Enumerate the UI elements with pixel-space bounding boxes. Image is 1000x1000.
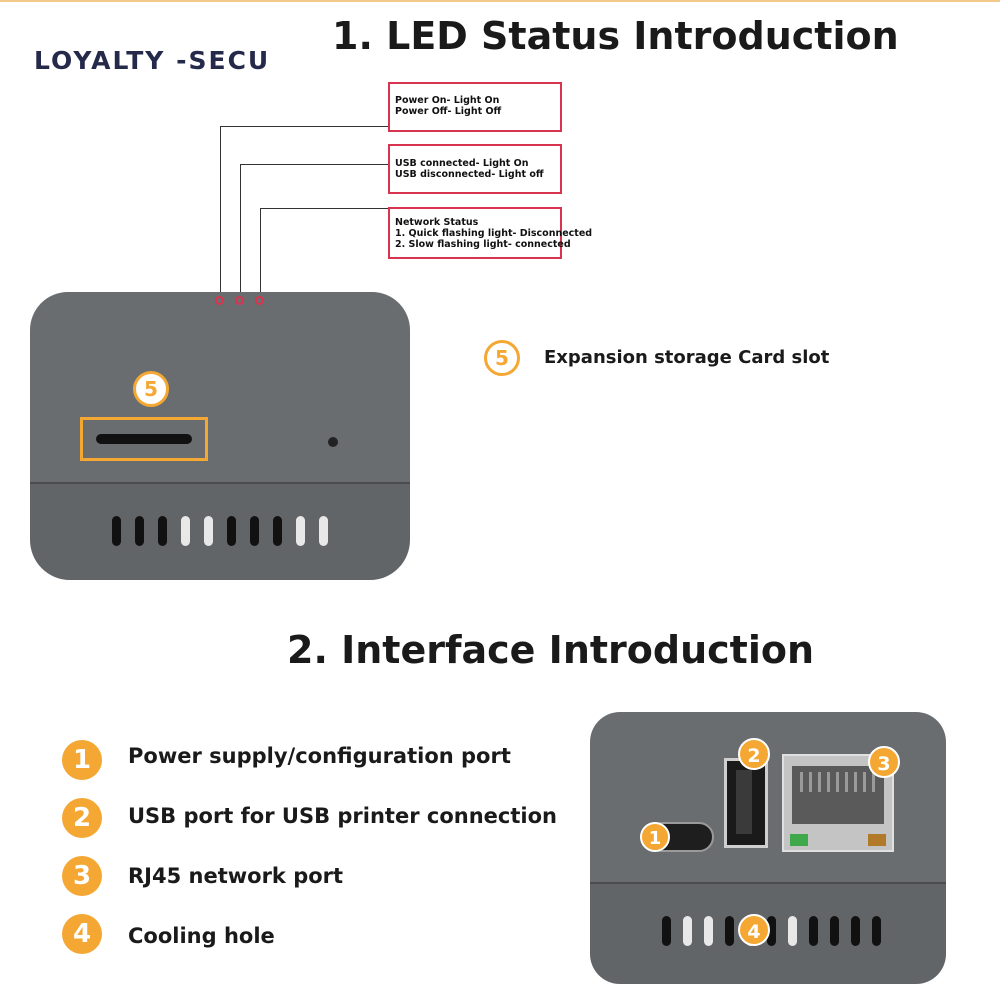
port-marker-2: 2 bbox=[738, 738, 770, 770]
network-led-indicator bbox=[255, 296, 264, 305]
interface-item-4-number: 4 bbox=[62, 914, 102, 954]
port-marker-3: 3 bbox=[868, 746, 900, 778]
callout-line: USB connected- Light On bbox=[395, 158, 529, 169]
port-marker-1: 1 bbox=[640, 822, 670, 852]
device-front-lower bbox=[30, 484, 410, 580]
vent-slot bbox=[704, 916, 713, 946]
vent-slot bbox=[181, 516, 190, 546]
leader-line-usb bbox=[240, 164, 388, 165]
vent-slot bbox=[319, 516, 328, 546]
device-front-upper bbox=[30, 292, 410, 482]
callout-usb-led: USB connected- Light On USB disconnected… bbox=[388, 144, 562, 194]
vent-slot bbox=[872, 916, 881, 946]
vent-slot bbox=[112, 516, 121, 546]
vent-slot bbox=[788, 916, 797, 946]
section1-title: 1. LED Status Introduction bbox=[332, 14, 899, 58]
vent-slot bbox=[851, 916, 860, 946]
vent-slot bbox=[830, 916, 839, 946]
callout-network-led: Network Status 1. Quick flashing light- … bbox=[388, 207, 593, 259]
vent-slot bbox=[158, 516, 167, 546]
legend-slot-number: 5 bbox=[484, 340, 520, 376]
leader-line-network-vertical bbox=[260, 208, 261, 296]
callout-power-led: Power On- Light On Power Off- Light Off bbox=[388, 82, 562, 132]
callout-line: Power Off- Light Off bbox=[395, 106, 502, 117]
vent-slot bbox=[809, 916, 818, 946]
vent-slot bbox=[767, 916, 776, 946]
section2-title: 2. Interface Introduction bbox=[287, 628, 815, 672]
legend-slot-label: Expansion storage Card slot bbox=[544, 347, 830, 368]
vent-slot bbox=[662, 916, 671, 946]
callout-line: Network Status bbox=[395, 217, 479, 228]
vent-slot bbox=[204, 516, 213, 546]
interface-item-3-label: RJ45 network port bbox=[128, 864, 344, 888]
vent-slot bbox=[273, 516, 282, 546]
reset-pinhole bbox=[328, 437, 338, 447]
card-slot bbox=[96, 434, 192, 444]
device-seam bbox=[30, 482, 410, 484]
rj45-activity-led bbox=[868, 834, 886, 846]
callout-line: Power On- Light On bbox=[395, 95, 500, 106]
interface-item-4-label: Cooling hole bbox=[128, 924, 275, 948]
leader-line-usb-vertical bbox=[240, 164, 241, 296]
interface-item-2-label: USB port for USB printer connection bbox=[128, 804, 557, 828]
leader-line-power bbox=[220, 126, 388, 127]
vent-slot bbox=[683, 916, 692, 946]
usb-a-port-tongue bbox=[736, 770, 752, 834]
top-accent-line bbox=[0, 0, 1000, 2]
callout-line: 1. Quick flashing light- Disconnected bbox=[395, 228, 593, 239]
rj45-link-led bbox=[790, 834, 808, 846]
vent-slot bbox=[725, 916, 734, 946]
callout-line: 2. Slow flashing light- connected bbox=[395, 239, 571, 250]
device-back-seam bbox=[590, 882, 946, 884]
power-led-indicator bbox=[215, 296, 224, 305]
rj45-contacts bbox=[800, 772, 876, 792]
leader-line-power-vertical bbox=[220, 126, 221, 296]
vent-slot bbox=[250, 516, 259, 546]
interface-item-1-number: 1 bbox=[62, 740, 102, 780]
port-marker-4: 4 bbox=[738, 914, 770, 946]
usb-led-indicator bbox=[235, 296, 244, 305]
leader-line-network bbox=[260, 208, 388, 209]
cooling-vents-back bbox=[662, 916, 882, 950]
vent-slot bbox=[296, 516, 305, 546]
cooling-vents-front bbox=[112, 516, 332, 552]
brand-logo: LOYALTY -SECU bbox=[34, 46, 271, 75]
vent-slot bbox=[135, 516, 144, 546]
callout-line: USB disconnected- Light off bbox=[395, 169, 544, 180]
vent-slot bbox=[227, 516, 236, 546]
interface-item-3-number: 3 bbox=[62, 856, 102, 896]
interface-item-2-number: 2 bbox=[62, 798, 102, 838]
slot-number-badge: 5 bbox=[133, 371, 169, 407]
card-slot-highlight bbox=[80, 417, 208, 461]
interface-item-1-label: Power supply/configuration port bbox=[128, 744, 511, 768]
